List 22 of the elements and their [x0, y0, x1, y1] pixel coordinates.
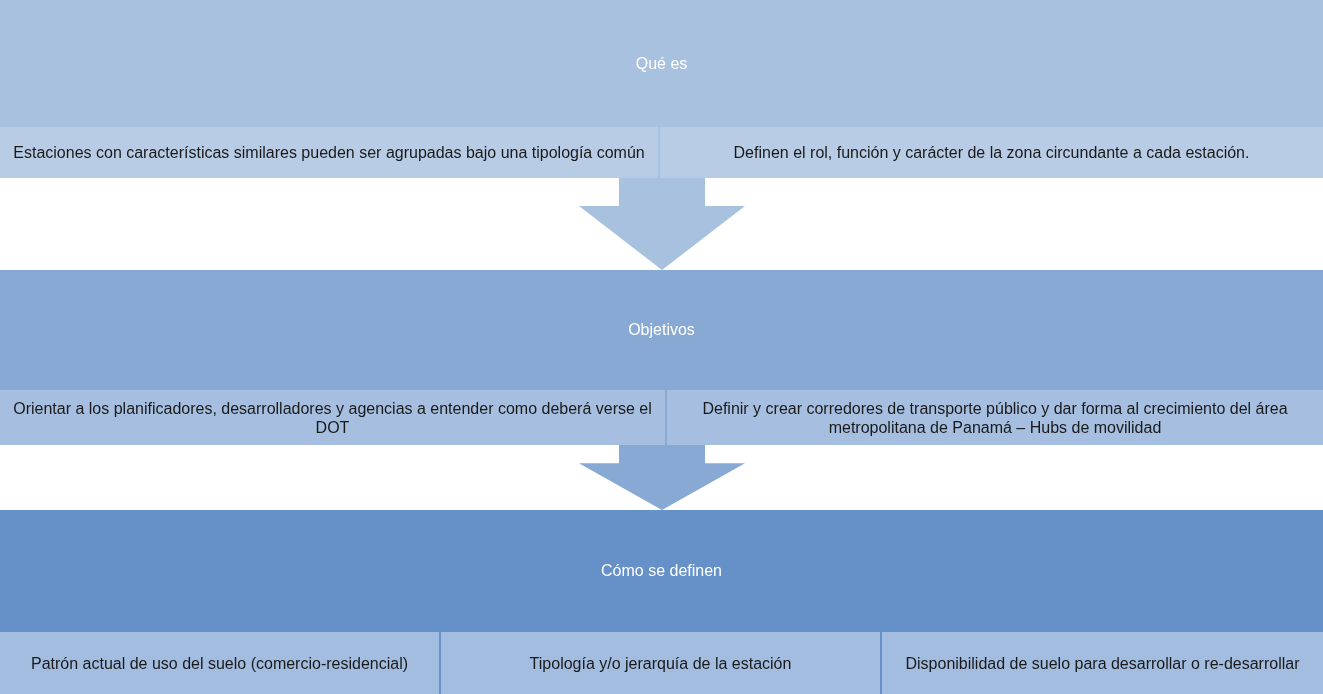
section-band — [0, 0, 1323, 178]
box-text: Orientar a los planificadores, desarrolladores y agencias a entender como deberá verse el DOT — [12, 398, 653, 437]
content-box — [667, 390, 1323, 445]
content-box — [660, 127, 1323, 178]
content-box — [441, 632, 880, 694]
box-text: Estaciones con características similares pueden ser agrupadas bajo una tipología común — [13, 143, 645, 162]
content-box — [0, 632, 439, 694]
box-text: Definen el rol, función y carácter de la zona circundante a cada estación. — [733, 143, 1250, 162]
down-arrow — [579, 445, 745, 510]
section-heading: Qué es — [634, 53, 689, 74]
box-text: Definir y crear corredores de transporte público y dar forma al crecimiento del área metropolitana de Panamá – Hubs de movilidad — [701, 398, 1289, 437]
content-box — [0, 127, 658, 178]
box-text: Patrón actual de uso del suelo (comercio-residencial) — [30, 653, 409, 673]
content-box — [0, 390, 665, 445]
down-arrow — [579, 178, 745, 270]
box-text: Tipología y/o jerarquía de la estación — [529, 653, 792, 673]
section-heading: Cómo se definen — [600, 561, 723, 581]
section-band — [0, 270, 1323, 445]
content-box — [882, 632, 1323, 694]
section-band — [0, 510, 1323, 694]
section-heading: Objetivos — [627, 320, 696, 340]
box-text: Disponibilidad de suelo para desarrollar o re-desarrollar — [905, 653, 1300, 673]
